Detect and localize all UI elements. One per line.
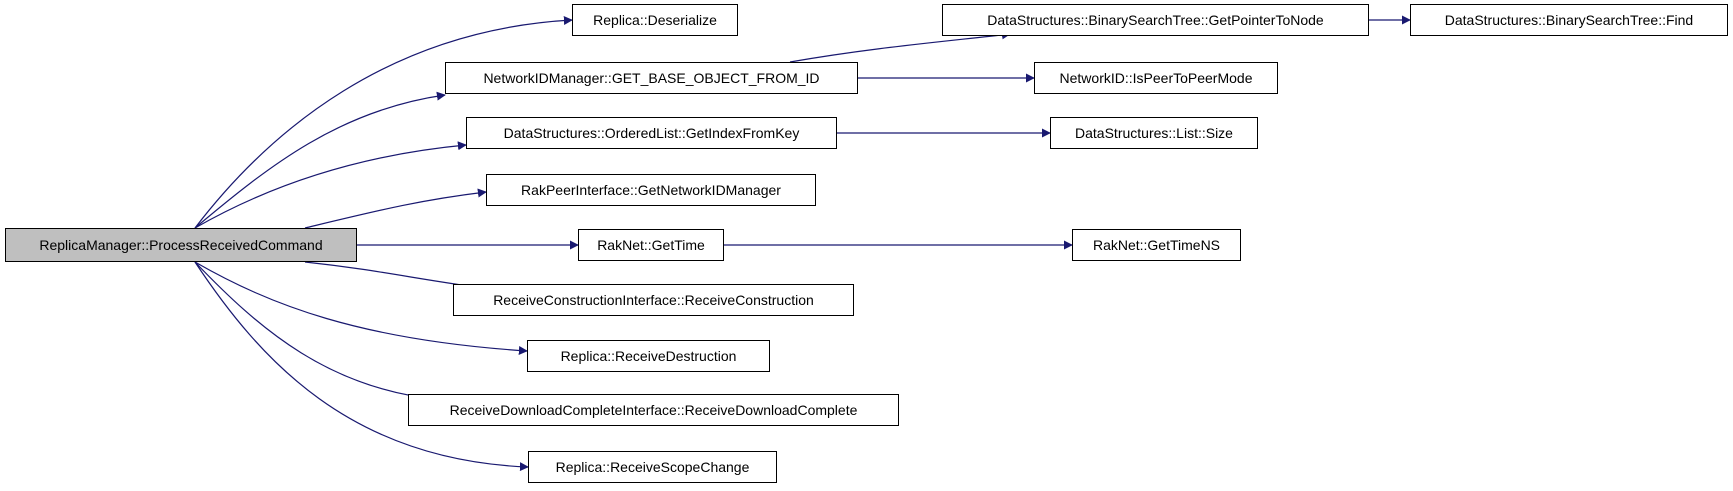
- node-label: DataStructures::List::Size: [1075, 125, 1233, 141]
- node-label: ReplicaManager::ProcessReceivedCommand: [39, 237, 323, 253]
- edge-root-to-receive-download-complete: [194, 261, 444, 404]
- node-label: NetworkID::IsPeerToPeerMode: [1059, 70, 1253, 86]
- node-replica-deserialize[interactable]: Replica::Deserialize: [572, 4, 738, 36]
- edge-root-to-get-index-from-key: [194, 141, 467, 229]
- node-rakpeerinterface-getnetworkidmanager[interactable]: RakPeerInterface::GetNetworkIDManager: [486, 174, 816, 206]
- edge-root-to-receive-destruction: [194, 261, 528, 355]
- node-networkid-ispeertopeermode[interactable]: NetworkID::IsPeerToPeerMode: [1034, 62, 1278, 94]
- node-binarysearchtree-find[interactable]: DataStructures::BinarySearchTree::Find: [1410, 4, 1728, 36]
- node-replica-receivescopechange[interactable]: Replica::ReceiveScopeChange: [528, 451, 777, 483]
- node-raknet-gettime[interactable]: RakNet::GetTime: [578, 229, 724, 261]
- node-raknet-gettimens[interactable]: RakNet::GetTimeNS: [1072, 229, 1241, 261]
- node-replicamanager-processreceivedcommand[interactable]: ReplicaManager::ProcessReceivedCommand: [5, 228, 357, 262]
- node-label: ReceiveConstructionInterface::ReceiveCon…: [493, 292, 814, 308]
- node-binarysearchtree-getpointertonode[interactable]: DataStructures::BinarySearchTree::GetPoi…: [942, 4, 1369, 36]
- node-label: ReceiveDownloadCompleteInterface::Receiv…: [449, 402, 858, 418]
- edge-root-to-deserialize: [194, 15, 573, 229]
- node-label: DataStructures::BinarySearchTree::GetPoi…: [987, 12, 1324, 28]
- edge-root-to-receive-scope-change: [194, 261, 529, 472]
- node-label: Replica::ReceiveDestruction: [560, 348, 737, 364]
- edge-root-to-get-network-id-manager: [304, 188, 487, 229]
- edge-get-base-object-to-get-pointer-to-node: [789, 30, 1011, 63]
- node-receiveconstructioninterface-receiveconstruction[interactable]: ReceiveConstructionInterface::ReceiveCon…: [453, 284, 854, 316]
- edge-root-to-get-base-object: [194, 91, 446, 229]
- node-replica-receivedestruction[interactable]: Replica::ReceiveDestruction: [527, 340, 770, 372]
- node-label: Replica::Deserialize: [593, 12, 717, 28]
- node-label: DataStructures::OrderedList::GetIndexFro…: [503, 125, 800, 141]
- node-receivedownloadcompleteinterface-receivedownloadcomplete[interactable]: ReceiveDownloadCompleteInterface::Receiv…: [408, 394, 899, 426]
- node-orderedlist-getindexfromkey[interactable]: DataStructures::OrderedList::GetIndexFro…: [466, 117, 837, 149]
- node-label: RakNet::GetTimeNS: [1092, 237, 1221, 253]
- node-label: RakPeerInterface::GetNetworkIDManager: [521, 182, 781, 198]
- node-label: NetworkIDManager::GET_BASE_OBJECT_FROM_I…: [483, 70, 820, 86]
- node-label: RakNet::GetTime: [597, 237, 705, 253]
- node-label: Replica::ReceiveScopeChange: [555, 459, 750, 475]
- node-label: DataStructures::BinarySearchTree::Find: [1444, 12, 1694, 28]
- node-list-size[interactable]: DataStructures::List::Size: [1050, 117, 1258, 149]
- node-networkidmanager-get-base-object-from-id[interactable]: NetworkIDManager::GET_BASE_OBJECT_FROM_I…: [445, 62, 858, 94]
